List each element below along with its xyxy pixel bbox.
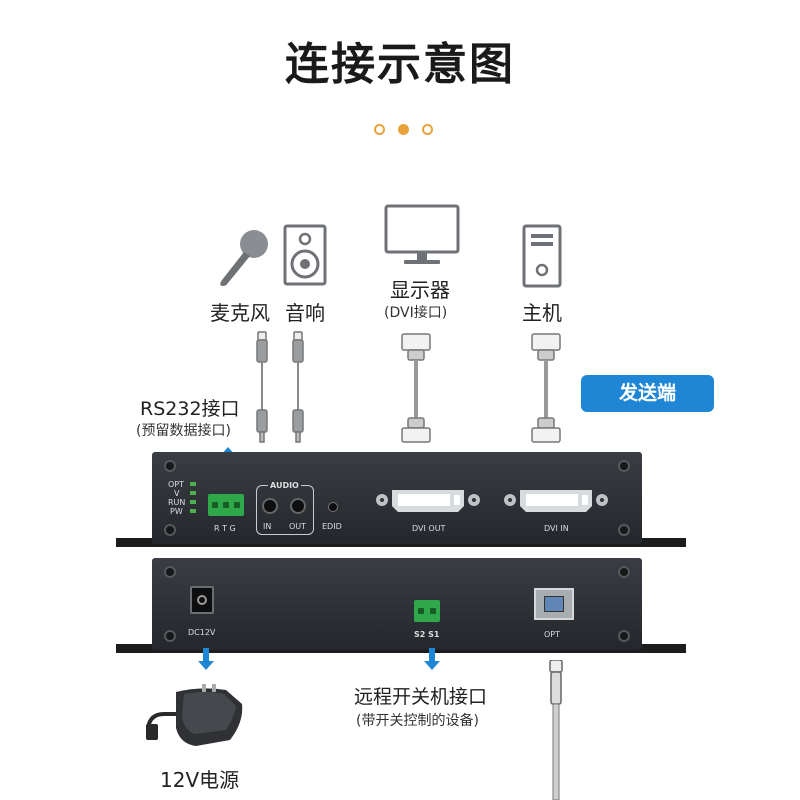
dvi-in-label: DVI IN (544, 524, 569, 533)
remote-sub-label: (带开关控制的设备) (356, 713, 479, 729)
led-icon (190, 509, 196, 513)
led-icon (190, 482, 196, 486)
edid-label: EDID (322, 522, 342, 531)
rear-device-panel: DC12V S2 S1 OPT (152, 558, 642, 650)
dvi-in-port[interactable] (502, 486, 610, 514)
screw-icon (164, 630, 176, 642)
computer-tower-icon (522, 224, 562, 288)
remote-switch-terminal[interactable] (414, 600, 440, 622)
screw-icon (618, 524, 630, 536)
optical-port[interactable] (534, 588, 574, 620)
audio-out-jack[interactable] (290, 498, 306, 514)
led-label-opt: OPT (168, 480, 185, 489)
audio-in-jack[interactable] (262, 498, 278, 514)
sender-badge: 发送端 (581, 375, 714, 412)
power-adapter-icon (146, 684, 243, 746)
audio-cables (256, 331, 304, 443)
rs232-sub-label: (预留数据接口) (136, 423, 231, 439)
audio-title: AUDIO (268, 481, 301, 490)
screw-icon (164, 566, 176, 578)
remote-label: 远程开关机接口 (354, 686, 488, 708)
led-icon (190, 491, 196, 495)
dc-power-port[interactable] (190, 586, 214, 614)
microphone-icon (220, 230, 268, 286)
dvi-cables (401, 333, 561, 443)
s2s1-label: S2 S1 (414, 630, 440, 639)
screw-icon (618, 630, 630, 642)
screw-icon (618, 460, 630, 472)
led-label-v: V (174, 489, 180, 498)
edid-button[interactable] (328, 502, 338, 512)
audio-in-label: IN (263, 522, 272, 531)
power-label: 12V电源 (160, 768, 240, 792)
monitor-label: 显示器 (390, 278, 450, 302)
rs232-terminal[interactable] (208, 494, 244, 516)
screw-icon (164, 460, 176, 472)
opt-label: OPT (544, 630, 561, 639)
fiber-cable (549, 660, 563, 800)
rtg-label: R T G (214, 524, 236, 533)
monitor-icon (384, 204, 460, 264)
speaker-label: 音响 (285, 301, 325, 325)
dvi-out-label: DVI OUT (412, 524, 446, 533)
dot-3 (422, 124, 433, 135)
led-icon (190, 500, 196, 504)
front-device-panel: OPT V RUN PW R T G AUDIO IN OUT EDID DVI… (152, 452, 642, 544)
audio-out-label: OUT (289, 522, 307, 531)
dot-1 (374, 124, 385, 135)
led-label-pw: PW (170, 507, 183, 516)
dvi-out-port[interactable] (374, 486, 482, 514)
microphone-label: 麦克风 (210, 301, 270, 325)
pagination-dots (374, 124, 434, 138)
dot-2-active (398, 124, 409, 135)
screw-icon (164, 524, 176, 536)
arrow-down-icon (424, 648, 440, 670)
speaker-icon (283, 224, 327, 286)
rs232-label: RS232接口 (140, 398, 240, 420)
monitor-sub-label: (DVI接口) (384, 305, 448, 321)
page-title: 连接示意图 (285, 39, 515, 90)
led-label-run: RUN (168, 498, 186, 507)
arrow-down-icon (198, 648, 214, 670)
screw-icon (618, 566, 630, 578)
dc-label: DC12V (188, 628, 216, 637)
host-label: 主机 (522, 301, 562, 325)
